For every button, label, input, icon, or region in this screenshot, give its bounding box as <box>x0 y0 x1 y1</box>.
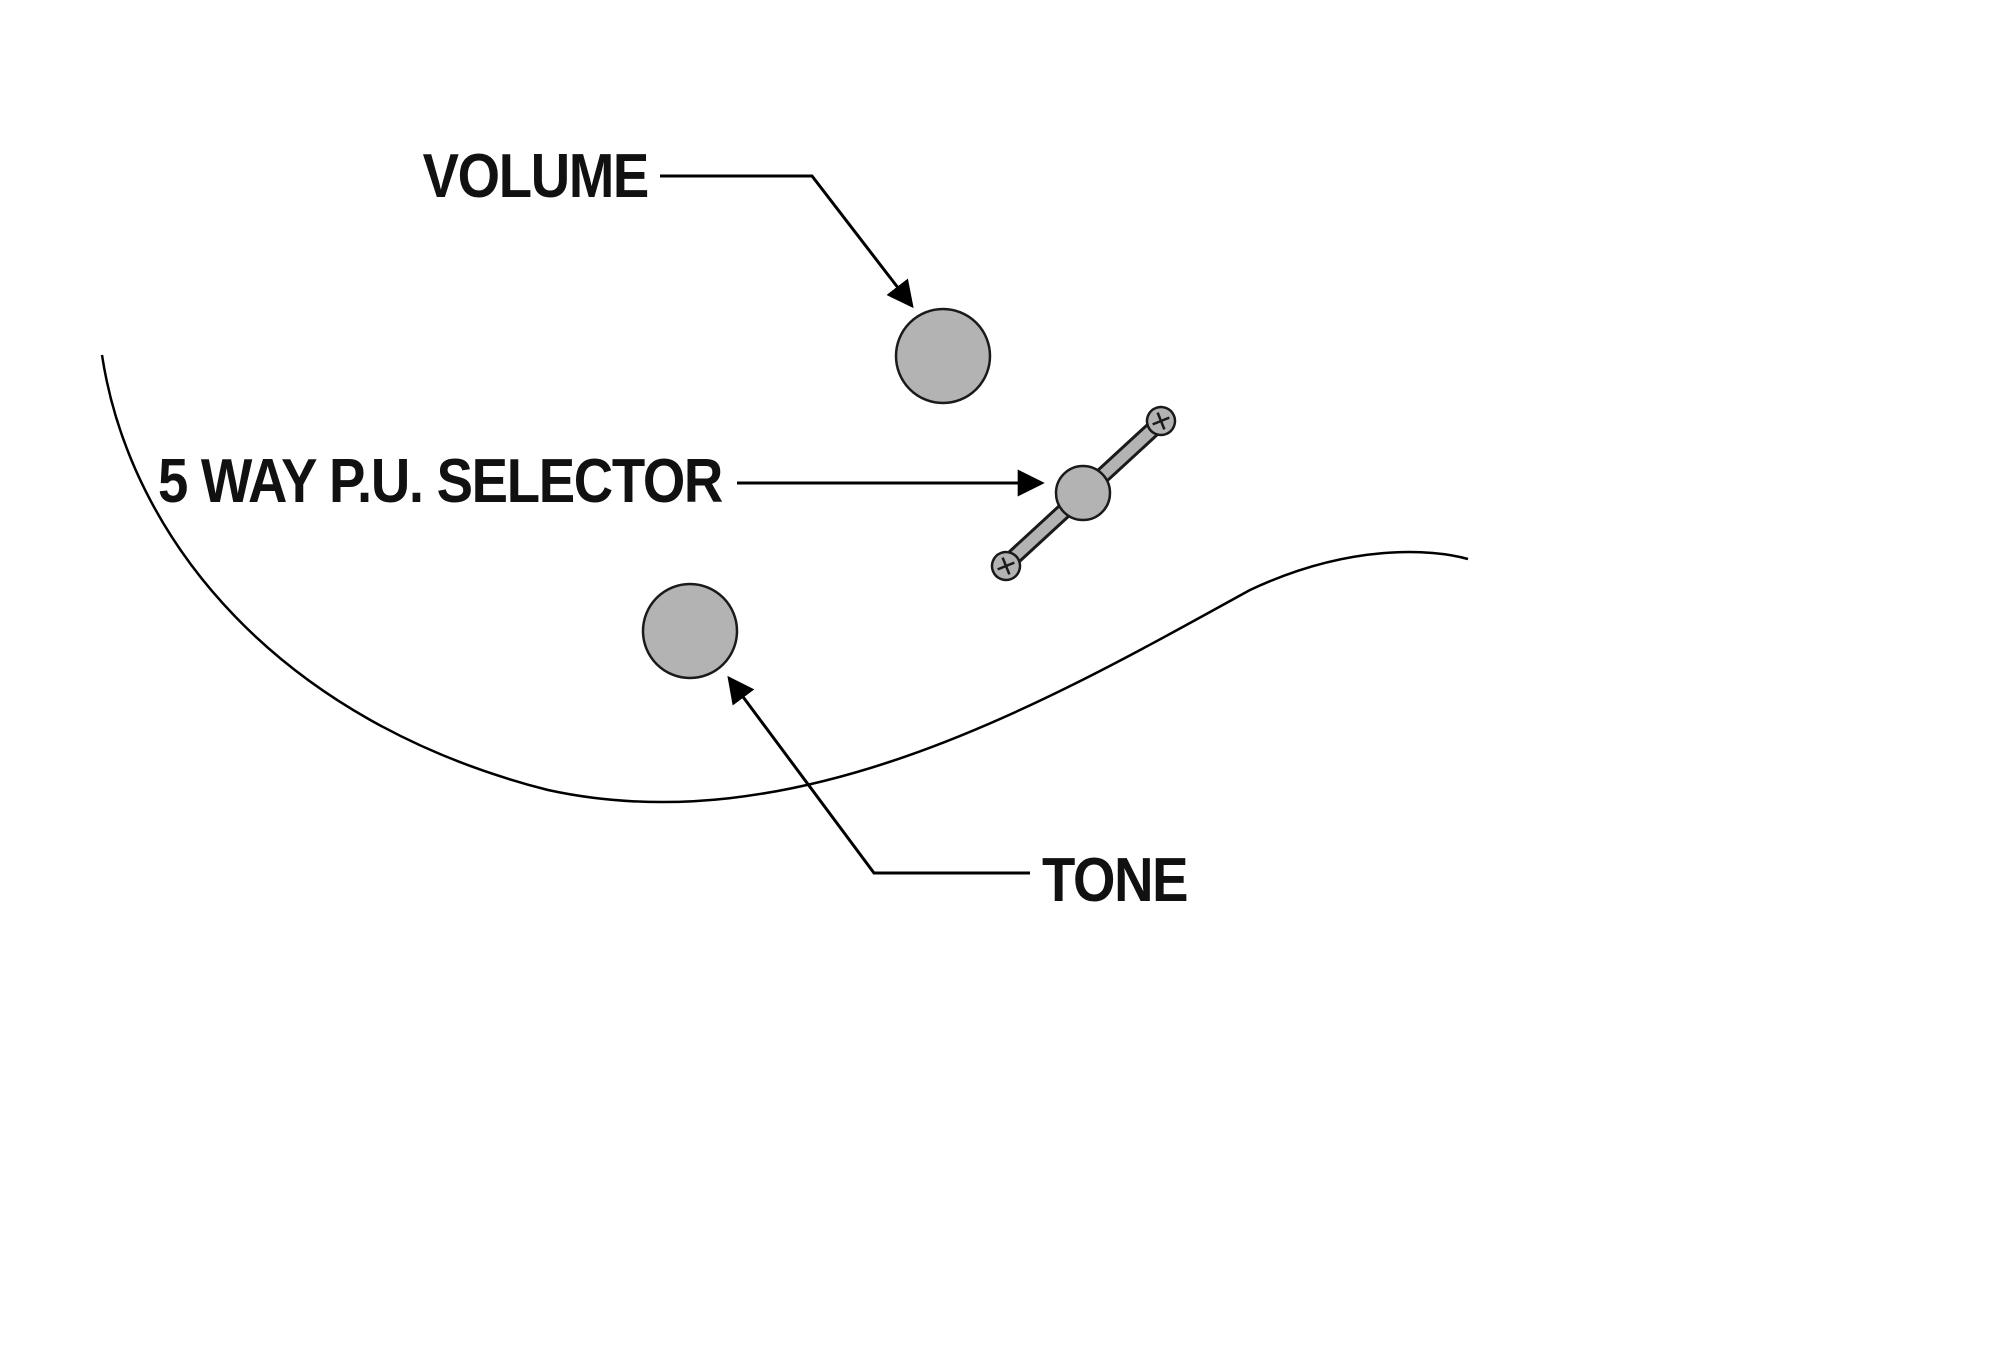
volume-knob <box>894 307 992 405</box>
volume-label: VOLUME <box>423 142 648 211</box>
guitar-body-outline <box>100 354 1469 804</box>
tone-knob <box>641 582 739 680</box>
selector-pivot <box>1054 464 1112 522</box>
volume-arrow <box>660 174 914 309</box>
pickup-selector-switch <box>990 405 1177 582</box>
tone-label: TONE <box>1042 846 1187 915</box>
screw-bottom-icon <box>990 550 1022 582</box>
tone-arrow <box>727 675 1030 875</box>
pickup-selector-label: 5 WAY P.U. SELECTOR <box>158 447 722 516</box>
screw-top-icon <box>1145 405 1177 437</box>
